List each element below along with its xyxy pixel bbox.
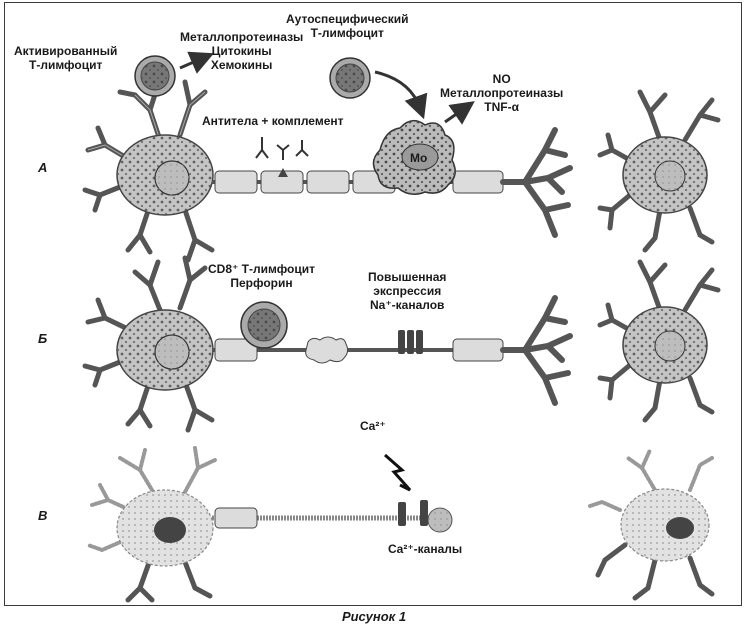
label-ca: Ca²⁺ <box>360 419 386 433</box>
autospecific-t-lymphocyte <box>329 57 371 99</box>
label-macrophage: Mo <box>410 151 428 165</box>
arrow-secretion <box>179 51 215 74</box>
lightning-icon <box>384 453 412 492</box>
label-antibodies: Антитела + комплемент <box>202 114 344 128</box>
complement-marker <box>278 168 288 177</box>
row-label-b: Б <box>38 331 48 346</box>
row-label-a: А <box>38 160 48 175</box>
figure-frame <box>4 2 742 606</box>
row-b-axon-terminal <box>500 295 573 406</box>
label-ca-channels: Ca²⁺-каналы <box>388 542 463 556</box>
label-na-expression: Повышенная экспрессия Na⁺-каналов <box>368 270 447 312</box>
arrow-to-macrophage <box>374 70 428 120</box>
row-b-neuron-left <box>82 255 215 433</box>
row-v-axon <box>212 507 453 533</box>
na-channels <box>398 330 423 354</box>
row-a-neuron-left <box>82 79 215 263</box>
ca-channels <box>398 500 428 526</box>
cd8-t-lymphocyte <box>240 301 288 349</box>
row-v-neuron-left <box>86 446 217 603</box>
activated-t-lymphocyte <box>134 55 176 97</box>
row-b-axon <box>212 336 505 364</box>
row-b-neuron-right <box>597 259 721 423</box>
macrophage <box>372 119 456 195</box>
label-autospecific-t: Аутоспецифический Т-лимфоцит <box>286 12 409 40</box>
row-a-neuron-right <box>597 89 721 253</box>
antibodies <box>255 137 309 160</box>
label-activated-t: Активированный Т-лимфоцит <box>14 44 118 72</box>
row-a-axon-terminal <box>500 127 573 238</box>
row-a-axon <box>212 170 515 194</box>
label-no-mmp-tnf: NO Металлопротеиназы TNF-α <box>440 72 564 114</box>
label-cd8: CD8⁺ Т-лимфоцит Перфорин <box>208 262 316 290</box>
label-mmp-cytokines: Металлопротеиназы Цитокины Хемокины <box>180 30 304 72</box>
row-v-neuron-right <box>588 448 715 601</box>
row-label-v: В <box>38 508 48 523</box>
arrow-no-release <box>444 101 475 125</box>
figure-caption: Рисунок 1 <box>341 609 407 624</box>
